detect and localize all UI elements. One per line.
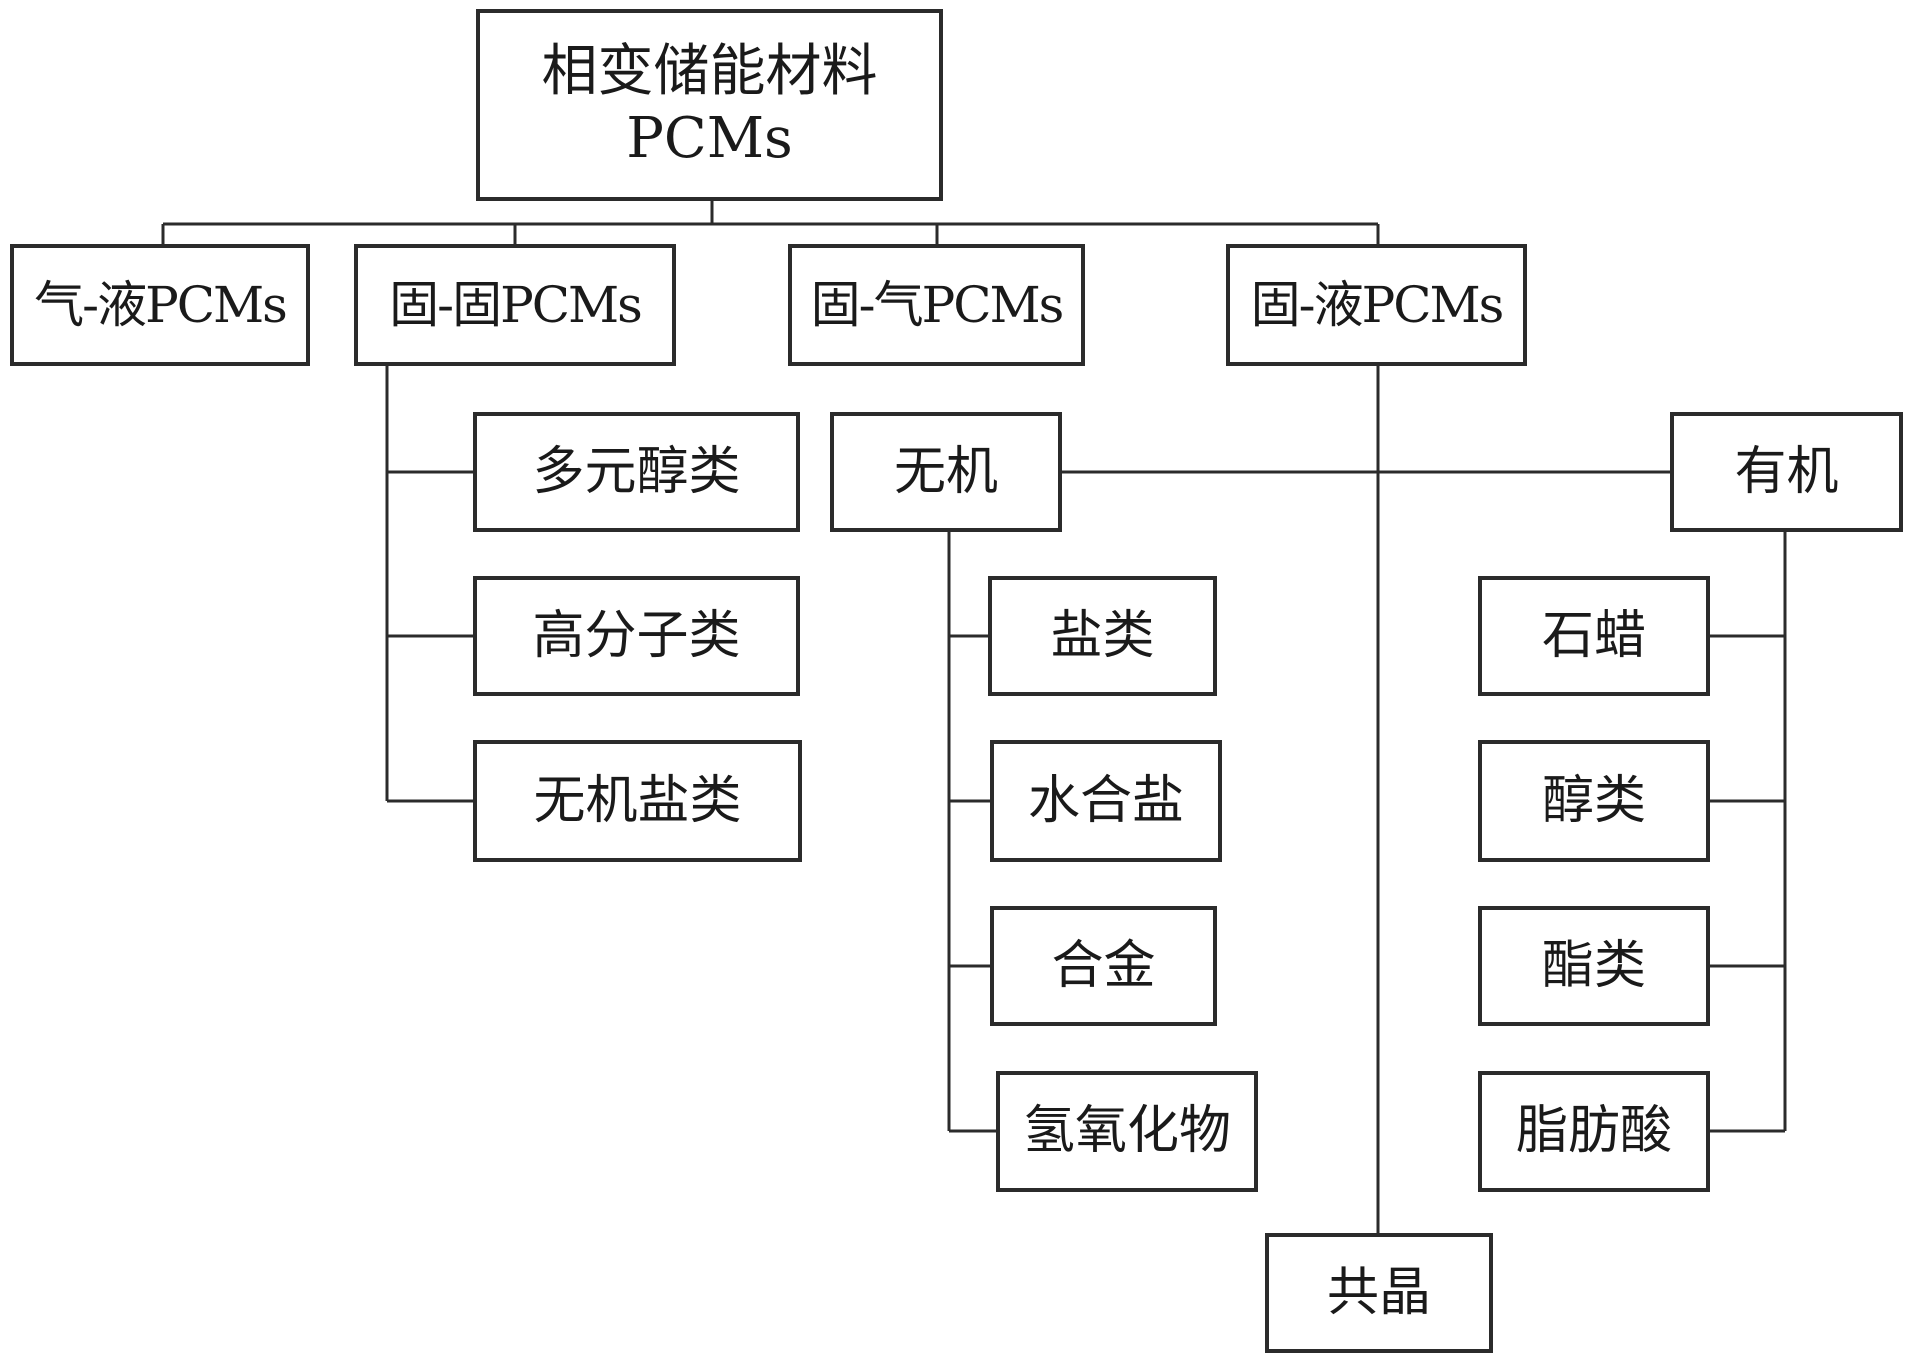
node-fatty-acid: 脂肪酸 [1478,1071,1710,1192]
node-solid-gas: 固-气PCMs [788,244,1085,366]
node-eutectic: 共晶 [1265,1233,1493,1353]
node-polyol: 多元醇类 [473,412,800,532]
node-esters: 酯类 [1478,906,1710,1026]
node-solid-solid: 固-固PCMs [354,244,676,366]
root-node: 相变储能材料 PCMs [476,9,943,201]
node-paraffin: 石蜡 [1478,576,1710,696]
node-hydrated-salt: 水合盐 [990,740,1222,862]
root-subtitle: PCMs [626,106,793,171]
node-gas-liquid: 气-液PCMs [10,244,310,366]
node-hydroxide: 氢氧化物 [996,1071,1258,1192]
node-alloy: 合金 [990,906,1217,1026]
node-salts: 盐类 [988,576,1217,696]
node-organic: 有机 [1670,412,1903,532]
node-alcohols: 醇类 [1478,740,1710,862]
node-polymer: 高分子类 [473,576,800,696]
node-inorganic-salt: 无机盐类 [473,740,802,862]
node-inorganic: 无机 [830,412,1062,532]
root-title: 相变储能材料 [541,38,878,104]
node-solid-liquid: 固-液PCMs [1226,244,1527,366]
